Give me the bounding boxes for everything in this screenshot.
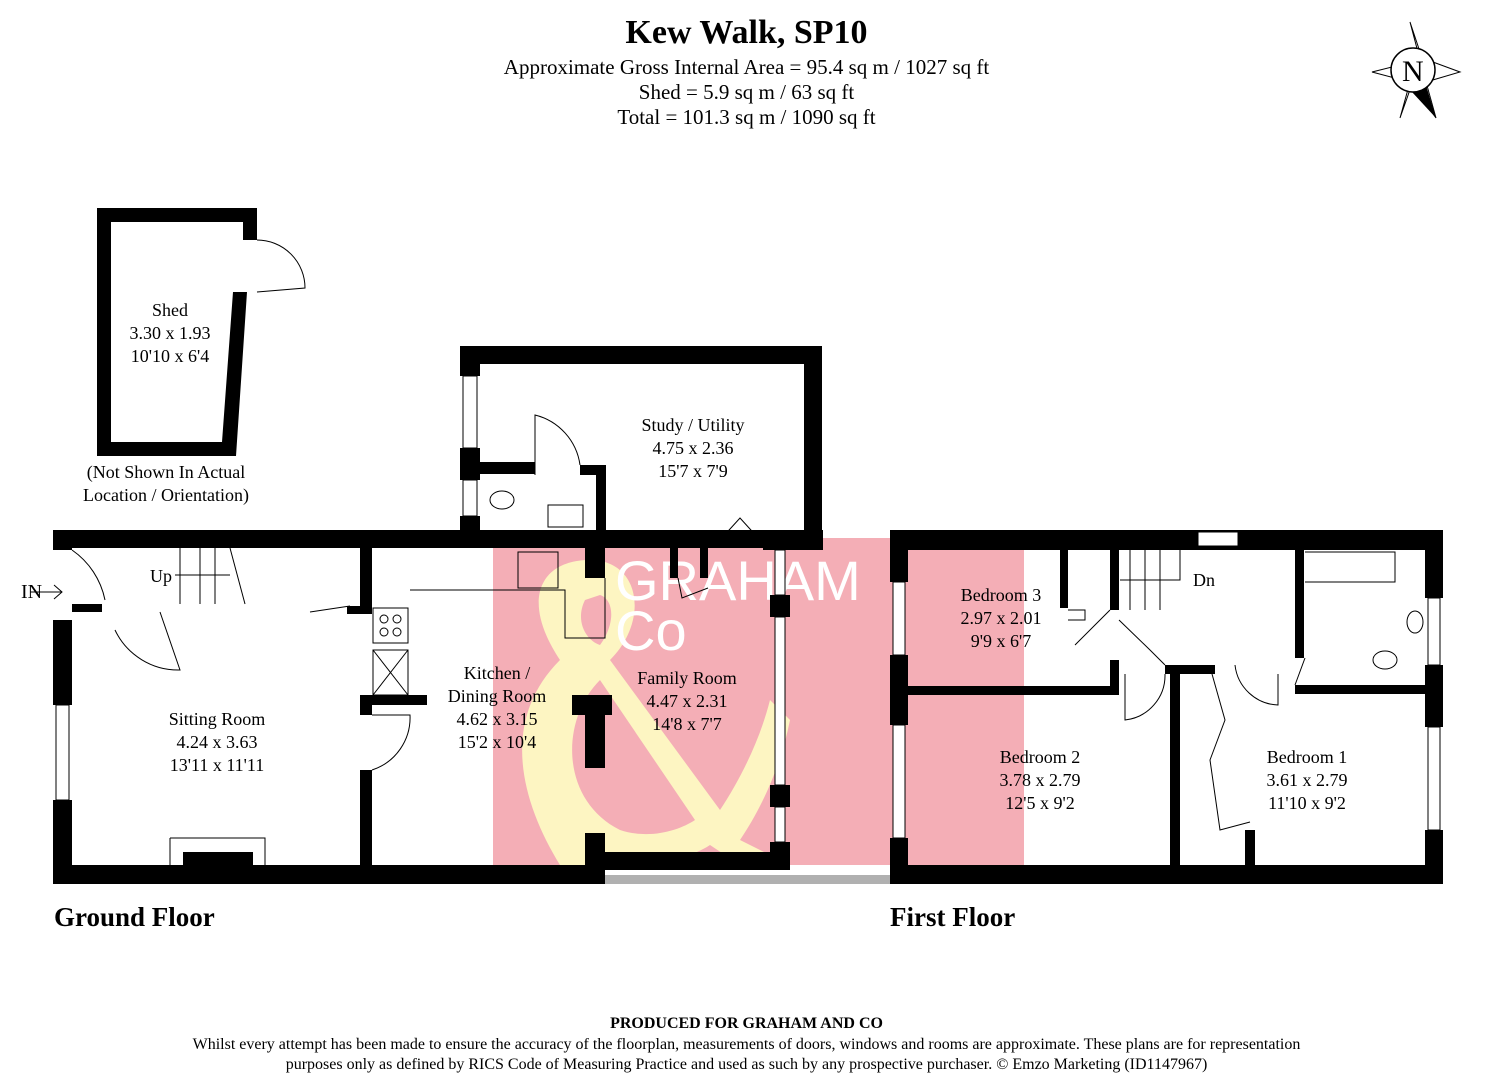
room-name: Bedroom 1: [1266, 747, 1348, 767]
room-imperial: 10'10 x 6'4: [130, 346, 210, 366]
room-kitchen-dining: Kitchen / Dining Room 4.62 x 3.15 15'2 x…: [448, 662, 547, 754]
wardrobe-icon: [1209, 673, 1251, 831]
disclaimer-line-1: Whilst every attempt has been made to en…: [192, 1036, 1301, 1053]
french-door-icon: [719, 517, 761, 541]
room-name: Bedroom 2: [999, 747, 1081, 767]
room-name: Kitchen /: [463, 663, 531, 683]
front-door-icon: [71, 549, 106, 601]
room-metric: 4.62 x 3.15: [456, 709, 538, 729]
windows: [55, 375, 1441, 843]
stairs-down-label: Dn: [1193, 570, 1215, 590]
produced-for: PRODUCED FOR GRAHAM AND CO: [610, 1015, 883, 1032]
room-imperial: 11'10 x 9'2: [1268, 793, 1346, 813]
room-family-room: Family Room 4.47 x 2.31 14'8 x 7'7: [637, 667, 737, 736]
gross-area-line: Approximate Gross Internal Area = 95.4 s…: [503, 55, 990, 79]
ground-floor-label: Ground Floor: [54, 902, 215, 932]
entrance-arrow-icon: [30, 584, 63, 600]
room-bedroom-1: Bedroom 1 3.61 x 2.79 11'10 x 9'2: [1267, 746, 1348, 815]
room-name: Shed: [152, 300, 188, 320]
room-name: Study / Utility: [641, 415, 745, 435]
fireplace-icon: [169, 837, 266, 865]
first-floor-label: First Floor: [890, 902, 1016, 932]
compass-north-label: N: [1402, 55, 1424, 88]
room-study-utility: Study / Utility 4.75 x 2.36 15'7 x 7'9: [641, 414, 744, 483]
sitting-side-door-icon: [371, 714, 411, 771]
toilet-icon: [489, 490, 515, 510]
room-name: Bedroom 3: [960, 585, 1042, 605]
room-imperial: 13'11 x 11'11: [169, 755, 265, 775]
room-metric: 4.24 x 3.63: [176, 732, 258, 752]
hob-icon: [372, 607, 409, 644]
room-metric: 3.30 x 1.93: [129, 323, 211, 343]
room-metric: 3.78 x 2.79: [999, 770, 1081, 790]
entrance-label: IN: [21, 581, 43, 603]
shed-area-line: Shed = 5.9 sq m / 63 sq ft: [638, 80, 855, 104]
room-bedroom-2: Bedroom 2 3.78 x 2.79 12'5 x 9'2: [1000, 746, 1081, 815]
sitting-door-icon: [114, 611, 181, 671]
sink-icon: [517, 551, 559, 589]
watermark-co: Co: [615, 599, 687, 662]
stairs-icon: [175, 547, 246, 605]
wc-icon: [1372, 650, 1398, 670]
room-shed: Shed 3.30 x 1.93 10'10 x 6'4: [130, 299, 211, 368]
disclaimer-line-2: purposes only as defined by RICS Code of…: [285, 1056, 1208, 1073]
watermark-graham: GRAHAM: [615, 549, 861, 612]
north-compass-icon: [1371, 21, 1462, 119]
room-name: Family Room: [637, 668, 737, 688]
basin-icon-ff: [1406, 610, 1424, 634]
fixtures: [30, 239, 1424, 865]
note-line: (Not Shown In Actual: [86, 462, 246, 482]
room-imperial: 15'7 x 7'9: [658, 461, 728, 481]
shed-location-note: (Not Shown In Actual Location / Orientat…: [83, 461, 249, 507]
room-name: Dining Room: [447, 686, 547, 706]
room-imperial: 15'2 x 10'4: [457, 732, 537, 752]
room-imperial: 12'5 x 9'2: [1005, 793, 1075, 813]
room-name: Sitting Room: [168, 709, 266, 729]
stairs-up-label: Up: [150, 566, 172, 586]
plan-title: Kew Walk, SP10: [625, 14, 868, 51]
room-metric: 2.97 x 2.01: [960, 608, 1042, 628]
room-metric: 4.47 x 2.31: [646, 691, 728, 711]
walls: [53, 208, 1443, 884]
wc-door-icon: [534, 414, 581, 475]
note-line: Location / Orientation): [83, 485, 249, 505]
basin-icon: [547, 504, 584, 528]
room-metric: 4.75 x 2.36: [652, 438, 734, 458]
room-metric: 3.61 x 2.79: [1266, 770, 1348, 790]
room-sitting-room: Sitting Room 4.24 x 3.63 13'11 x 11'11: [169, 708, 266, 777]
shed-door-icon: [256, 239, 306, 293]
room-imperial: 14'8 x 7'7: [652, 714, 722, 734]
bath-icon: [1305, 551, 1396, 583]
total-area-line: Total = 101.3 sq m / 1090 sq ft: [617, 105, 876, 129]
room-imperial: 9'9 x 6'7: [970, 631, 1032, 651]
stairs-down-icon: [1120, 548, 1181, 610]
room-bedroom-3: Bedroom 3 2.97 x 2.01 9'9 x 6'7: [961, 584, 1042, 653]
